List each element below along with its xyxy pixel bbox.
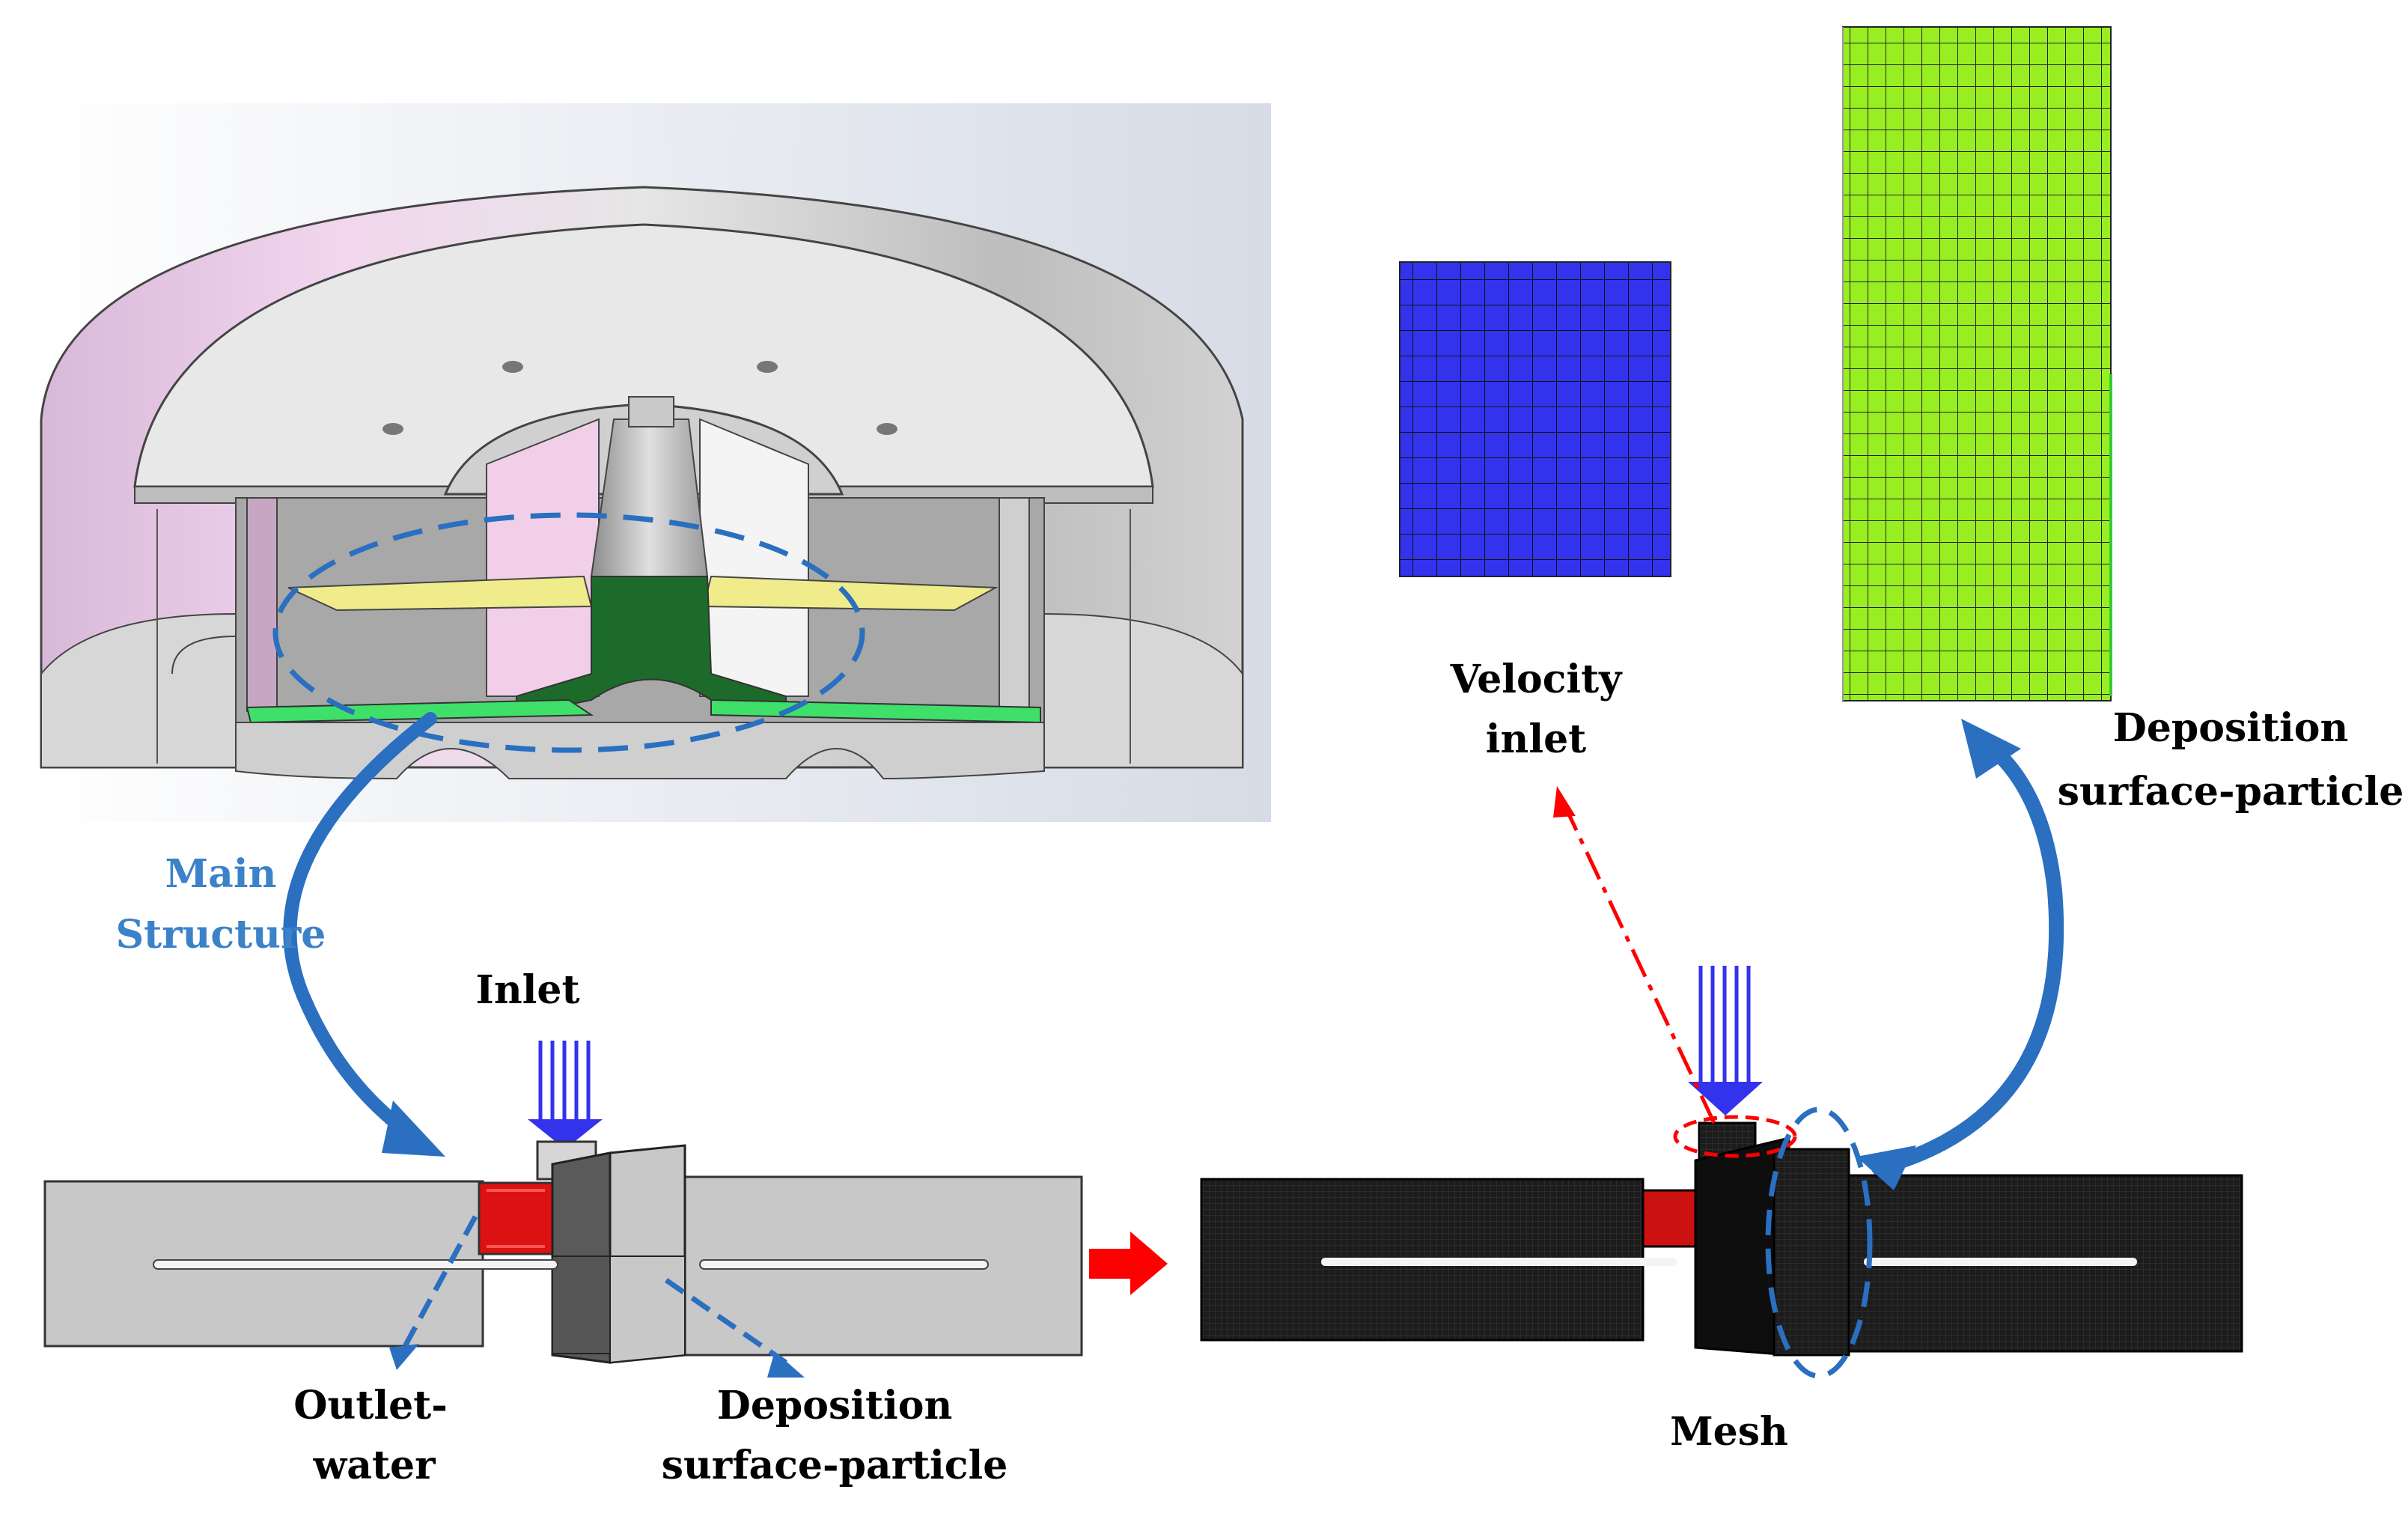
transition-arrow-icon bbox=[1089, 1232, 1168, 1295]
curved-arrow-head bbox=[382, 1101, 445, 1157]
deposition-left-label-line2: surface-particle bbox=[662, 1443, 1008, 1488]
mesh-label: Mesh bbox=[1670, 1409, 1788, 1455]
main-structure-label-line2: Structure bbox=[116, 912, 326, 958]
velocity-inlet-highlight bbox=[1673, 1115, 1797, 1158]
velocity-inlet-pointer-head bbox=[1553, 786, 1576, 818]
outlet-pointer-head bbox=[389, 1344, 419, 1370]
deposition-right-label-line1: Deposition bbox=[2113, 705, 2349, 751]
inlet-flow-arrows-mesh bbox=[1688, 966, 1763, 1115]
deposition-surface-mesh-sample bbox=[1842, 26, 2112, 701]
geometry-2d-model bbox=[43, 1140, 1083, 1364]
outlet-water-label-line1: Outlet- bbox=[293, 1383, 448, 1428]
curved-arrow-icon bbox=[283, 712, 437, 1145]
outlet-pointer-arrow bbox=[401, 1215, 478, 1349]
deposition-curved-arrow-head bbox=[1961, 719, 2021, 779]
meshed-model bbox=[1200, 1121, 2243, 1357]
deposition-right-label-line2: surface-particle bbox=[2058, 769, 2404, 815]
velocity-inlet-pointer-arrow bbox=[1562, 803, 1716, 1124]
deposition-left-label-line1: Deposition bbox=[717, 1383, 953, 1428]
velocity-inlet-label-line1: Velocity bbox=[1450, 657, 1624, 702]
velocity-inlet-mesh-sample bbox=[1399, 261, 1671, 577]
deposition-pointer-head bbox=[767, 1351, 805, 1378]
outlet-water-label-line2: water bbox=[313, 1443, 436, 1488]
deposition-curved-arrow-icon bbox=[1871, 734, 2064, 1175]
main-structure-label-line1: Main bbox=[165, 851, 277, 897]
main-structure-highlight bbox=[272, 512, 865, 753]
velocity-inlet-label-line2: inlet bbox=[1486, 716, 1586, 762]
inlet-label: Inlet bbox=[476, 967, 580, 1013]
inlet-flow-arrows bbox=[528, 1041, 603, 1149]
main-structure-3d-model bbox=[28, 103, 1271, 822]
deposition-pointer-arrow bbox=[665, 1278, 787, 1365]
deposition-surface-highlight bbox=[1765, 1107, 1873, 1379]
